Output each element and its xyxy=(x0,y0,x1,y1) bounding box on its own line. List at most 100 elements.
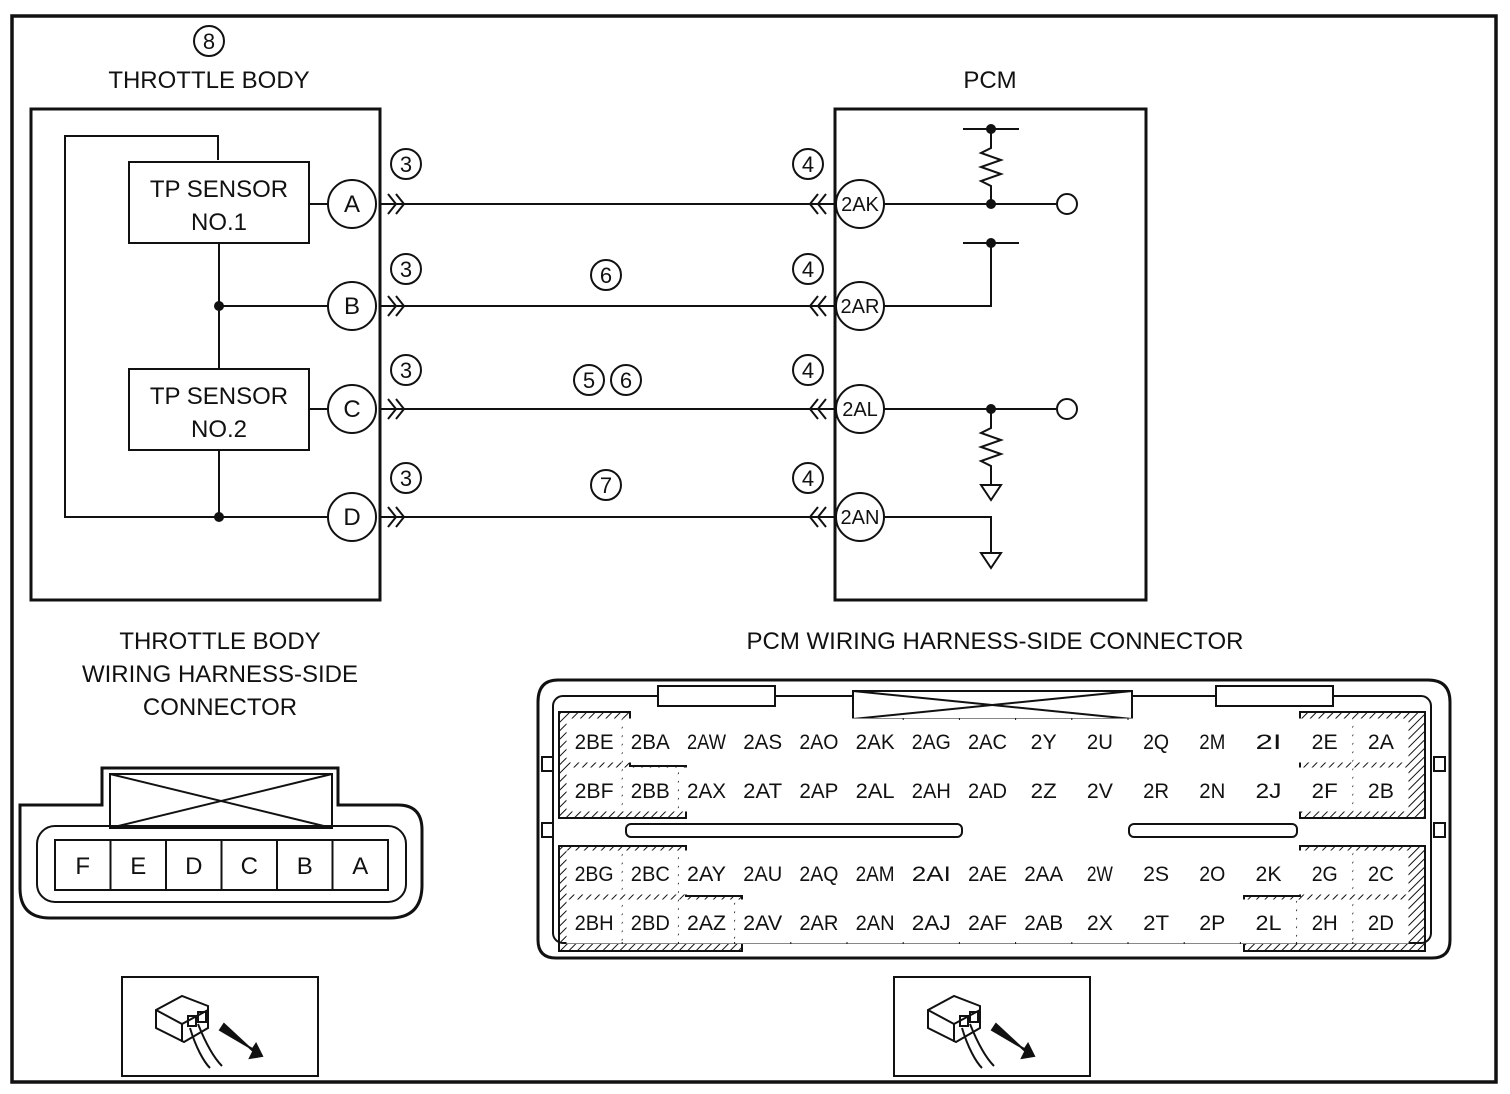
pcm-terminal-cell xyxy=(1128,767,1184,812)
pcm-terminal-cell xyxy=(1184,767,1240,812)
tb-connector-section: THROTTLE BODY WIRING HARNESS-SIDE CONNEC… xyxy=(18,628,424,920)
pcm-terminal-label: 2AE xyxy=(968,863,1007,886)
pcm-terminal-label: 2Z xyxy=(1031,780,1057,803)
pcm-title: PCM xyxy=(963,67,1016,94)
pcm-terminal-label: 2AH xyxy=(912,780,951,803)
pcm-terminal-label: 2AQ xyxy=(799,863,838,886)
pcm-terminal-label: 2AC xyxy=(968,731,1007,754)
pcm-terminal-label: 2R xyxy=(1143,780,1169,803)
pcm-terminal-label: 2AD xyxy=(968,780,1007,803)
pcm-terminal-cell xyxy=(1016,767,1072,812)
pcm-terminal-label: 2I xyxy=(1256,731,1282,754)
pcm-terminal-cell xyxy=(903,899,959,944)
pcm-terminal-cell xyxy=(678,899,735,944)
pcm-terminal-cell xyxy=(847,899,903,944)
connector-symbol xyxy=(808,398,827,420)
tb-connector-cavity xyxy=(36,825,407,903)
pcm-terminal-label: 2AF xyxy=(968,912,1007,935)
tb-pin-label: A xyxy=(352,853,368,880)
junction-dot xyxy=(214,301,224,311)
pcm-terminal-label: 2D xyxy=(1368,912,1394,935)
throttle-body-section: 8 THROTTLE BODY TP SENSOR NO.1 TP SENSOR… xyxy=(29,25,382,602)
tb-pin-cell xyxy=(54,839,112,891)
callout-4: 4 xyxy=(802,466,814,491)
callout-5: 5 xyxy=(583,368,595,393)
pcm-terminal-label: 2BC xyxy=(631,863,670,886)
pcm-terminal-cell xyxy=(678,767,735,812)
tb-pin-c xyxy=(327,384,377,434)
tb-pin-cell xyxy=(331,839,389,891)
pcm-terminal-cell xyxy=(959,767,1016,812)
tb-connector-title-2: WIRING HARNESS-SIDE xyxy=(82,661,358,688)
junction-dot xyxy=(214,512,224,522)
pcm-terminal-cell xyxy=(791,767,847,812)
pcm-terminal-cell xyxy=(1240,767,1297,812)
pcm-terminal-cell xyxy=(1297,718,1353,763)
pcm-terminal-cell xyxy=(1128,718,1184,763)
pcm-terminal-label: 2BF xyxy=(575,780,614,803)
pcm-terminal-cell xyxy=(1184,718,1240,763)
pcm-terminal-label: 2BG xyxy=(575,863,614,886)
pcm-terminal-cell xyxy=(1072,850,1128,895)
left-view-icon-frame xyxy=(121,976,319,1077)
tp-sensor-2-label: TP SENSOR xyxy=(150,383,288,410)
connector-view-icon xyxy=(927,994,1036,1069)
pcm-internal-wire xyxy=(884,243,992,307)
callout-4: 4 xyxy=(802,152,814,177)
view-icon-frame xyxy=(121,976,319,1077)
pcm-terminal-cell xyxy=(903,718,959,763)
ground-loop-line xyxy=(64,135,219,518)
pcm-terminal-cell xyxy=(1072,718,1128,763)
ground-icon xyxy=(979,552,1003,570)
tb-pin-b-label: B xyxy=(344,293,360,320)
pcm-terminal-cell xyxy=(735,767,791,812)
tp-sensor-1-number: NO.1 xyxy=(191,209,247,236)
tb-pin-d xyxy=(327,492,377,542)
pcm-terminal-cell xyxy=(1353,767,1409,812)
outer-frame xyxy=(10,14,1498,1084)
callout-6: 6 xyxy=(600,263,612,288)
pcm-terminal-label: 2AP xyxy=(799,780,838,803)
pcm-pin-2ak-label: 2AK xyxy=(841,194,879,216)
pcm-terminal-label: 2AR xyxy=(799,912,838,935)
pcm-terminal-label: 2AY xyxy=(687,863,726,886)
pcm-terminal-label: 2F xyxy=(1312,780,1338,803)
callout-7: 7 xyxy=(600,473,612,498)
callout-3: 3 xyxy=(400,358,412,383)
pcm-terminal-cell xyxy=(847,767,903,812)
callout-6: 6 xyxy=(620,368,632,393)
pcm-terminal-cell xyxy=(566,899,622,944)
connector-symbol xyxy=(808,506,827,528)
pcm-terminal-cell xyxy=(1353,899,1409,944)
connector-symbol xyxy=(387,398,406,420)
pcm-terminal-cell xyxy=(1072,899,1128,944)
connector-symbol xyxy=(808,193,827,215)
pcm-terminal-cell xyxy=(1128,899,1184,944)
pcm-terminal-label: 2BA xyxy=(631,731,670,754)
tb-pin-label: F xyxy=(75,853,90,880)
pcm-terminal-cell xyxy=(959,899,1016,944)
pcm-terminal-cell xyxy=(1184,899,1240,944)
pcm-terminal-label: 2K xyxy=(1256,863,1282,886)
pcm-terminal-label: 2BE xyxy=(575,731,614,754)
tb-pin-label: C xyxy=(241,853,258,880)
throttle-body-title: THROTTLE BODY xyxy=(108,67,309,94)
throttle-body-callout: 8 xyxy=(203,29,215,54)
pcm-terminal-cell xyxy=(1016,899,1072,944)
pcm-terminal-label: 2AS xyxy=(743,731,782,754)
pcm-terminal-cell xyxy=(791,718,847,763)
pcm-terminal-cell xyxy=(622,718,678,763)
pcm-terminal-cell xyxy=(1184,850,1240,895)
pcm-terminal-label: 2S xyxy=(1143,863,1169,886)
pcm-terminal-label: 2G xyxy=(1312,863,1338,886)
tp-sensor-2-number: NO.2 xyxy=(191,416,247,443)
pcm-terminal-label: 2AL xyxy=(856,780,895,803)
pcm-terminal-cell xyxy=(566,850,622,895)
tb-pin-cell xyxy=(220,839,278,891)
pcm-terminal-label: 2E xyxy=(1312,731,1338,754)
harness-wires: 3 3 3 3 4 4 4 4 6 5 6 7 xyxy=(380,148,835,528)
pcm-terminal-label: 2AU xyxy=(743,863,782,886)
latch-cross xyxy=(852,690,1133,720)
pcm-terminal-label: 2AG xyxy=(912,731,951,754)
